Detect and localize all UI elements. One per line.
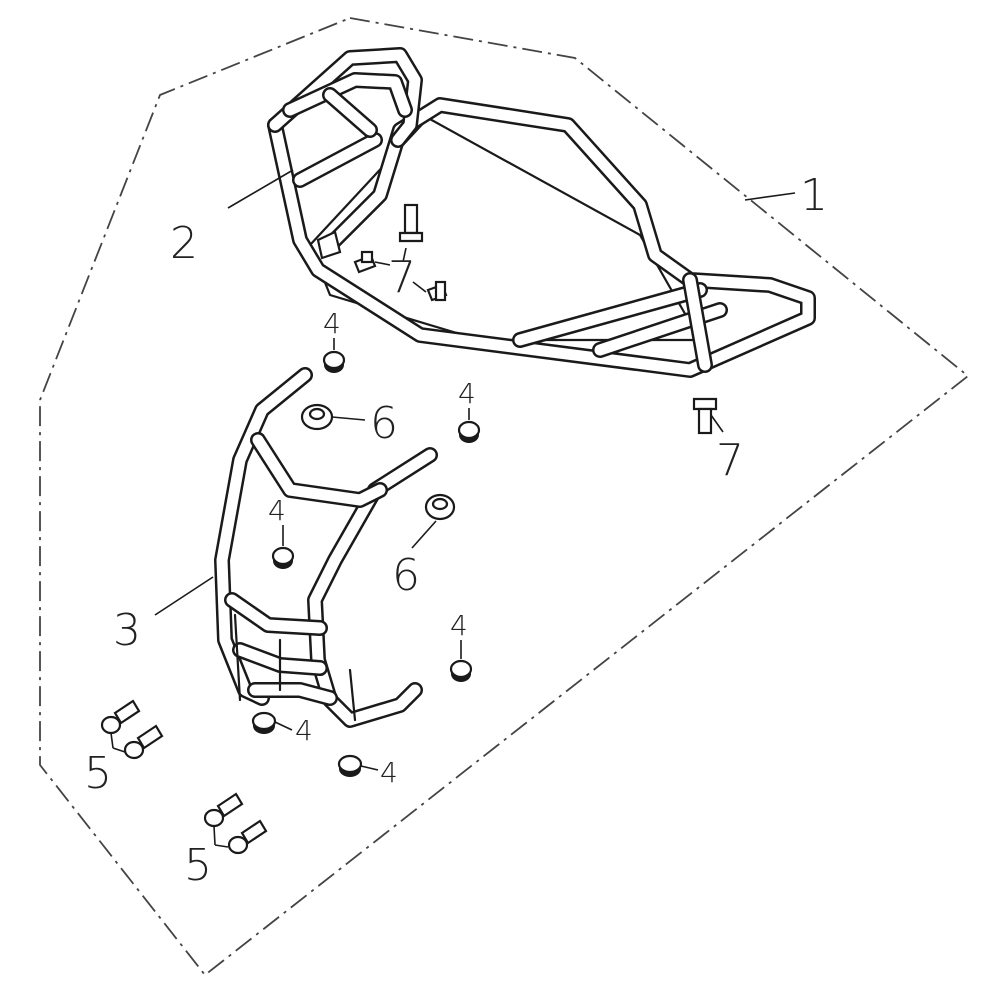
nut-4b <box>457 420 481 443</box>
leader-lines <box>110 169 796 848</box>
callout-4d: 4 <box>450 609 468 642</box>
callout-4b: 4 <box>458 377 476 410</box>
callout-5b: 5 <box>184 840 212 891</box>
bolt-7c <box>426 280 448 302</box>
bolt-5c <box>203 792 244 828</box>
callout-4e: 4 <box>295 714 313 747</box>
bolt-5b <box>123 724 164 760</box>
bolt-7a <box>398 203 424 243</box>
callout-5a: 5 <box>84 748 112 799</box>
callout-4f: 4 <box>380 756 398 789</box>
bolt-7d <box>692 397 718 435</box>
callout-4a: 4 <box>323 307 341 340</box>
callout-7a: 7 <box>388 252 416 303</box>
nut-4d <box>449 659 473 682</box>
front-bumper-frame <box>214 367 438 728</box>
bolt-5a <box>100 699 141 735</box>
locknut-6a <box>300 403 334 431</box>
nut-4f <box>337 754 363 777</box>
callout-7b: 7 <box>716 435 744 486</box>
callout-4c: 4 <box>268 494 286 527</box>
bolt-5d <box>227 819 268 855</box>
nut-4e <box>251 711 277 734</box>
callout-2: 2 <box>170 218 198 269</box>
callout-6b: 6 <box>392 550 420 601</box>
bolt-7b <box>353 250 377 274</box>
rear-rack-frame <box>267 47 816 378</box>
nut-4a <box>322 350 346 373</box>
callout-3: 3 <box>113 605 141 656</box>
callout-6a: 6 <box>370 398 398 449</box>
nut-4c <box>271 546 295 569</box>
callout-1: 1 <box>800 170 828 221</box>
assembly-boundary <box>39 17 970 977</box>
locknut-6b <box>424 493 456 521</box>
